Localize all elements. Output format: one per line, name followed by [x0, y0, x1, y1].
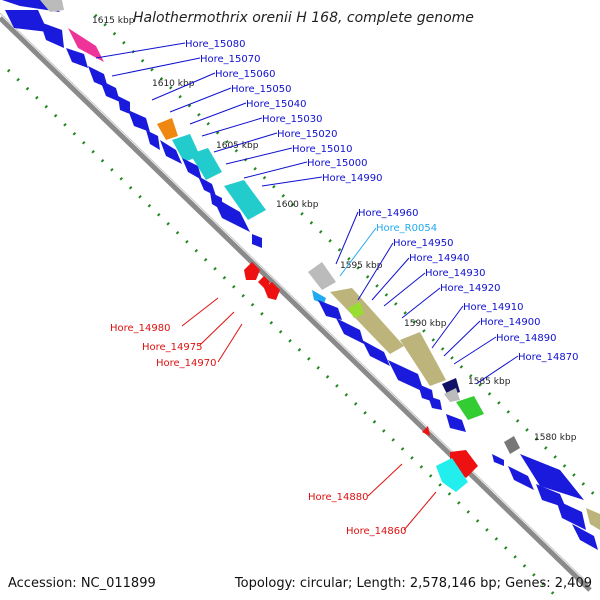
kbp-ticks: 1615 kbp 1610 kbp 1605 kbp 1600 kbp 1595…: [92, 16, 577, 443]
gene-box: [160, 140, 182, 164]
gene-box: [492, 454, 504, 466]
gene-box: [508, 466, 534, 490]
gene-label[interactable]: Hore_14975: [142, 342, 203, 353]
gene-box: [182, 158, 202, 180]
gene-box: [336, 318, 364, 344]
forward-gene-labels: Hore_15080 Hore_15070 Hore_15060 Hore_15…: [185, 39, 579, 363]
gene-box: [190, 148, 222, 180]
reverse-leaders: [181, 297, 437, 531]
gene-label[interactable]: Hore_14950: [393, 238, 454, 249]
gene-box: [428, 396, 442, 410]
gene-box: [422, 426, 430, 436]
leader-line-r0054: [339, 227, 377, 277]
gene-label[interactable]: Hore_15050: [231, 84, 292, 95]
gene-label[interactable]: Hore_15030: [262, 114, 323, 125]
gene-box: [212, 196, 250, 232]
kbp-tick: 1580 kbp: [534, 433, 577, 443]
gene-label[interactable]: Hore_14940: [409, 253, 470, 264]
gene-box: [68, 28, 104, 62]
gene-box: [252, 234, 262, 248]
gene-box: [5, 10, 48, 32]
gene-box: [572, 524, 598, 550]
gene-box: [348, 302, 364, 318]
gene-box: [362, 340, 390, 366]
gene-box: [444, 388, 460, 402]
kbp-tick: 1610 kbp: [152, 79, 195, 89]
gene-box: [118, 96, 130, 114]
gene-box: [388, 360, 424, 392]
gene-box: [264, 282, 280, 300]
forward-leaders: [95, 42, 519, 385]
gene-box: [312, 290, 326, 304]
forward-genes: [2, 0, 600, 550]
gene-label[interactable]: Hore_15010: [292, 144, 353, 155]
gene-label[interactable]: Hore_15040: [246, 99, 307, 110]
gene-label[interactable]: Hore_14870: [518, 352, 579, 363]
reverse-gene-labels: Hore_14980 Hore_14975 Hore_14970 Hore_14…: [110, 323, 407, 537]
gene-label[interactable]: Hore_14980: [110, 323, 171, 334]
gene-box: [308, 262, 336, 290]
gene-label[interactable]: Hore_14970: [156, 358, 217, 369]
gene-label[interactable]: Hore_R0054: [376, 223, 437, 234]
topology-text: Topology: circular; Length: 2,578,146 bp…: [234, 576, 592, 591]
kbp-tick: 1590 kbp: [404, 319, 447, 329]
accession-text: Accession: NC_011899: [8, 576, 156, 591]
gene-box: [66, 48, 88, 68]
backbone: [0, 16, 592, 592]
gene-label[interactable]: Hore_14860: [346, 526, 407, 537]
gene-label[interactable]: Hore_15000: [307, 158, 368, 169]
gene-label[interactable]: Hore_15080: [185, 39, 246, 50]
gene-box: [40, 0, 64, 12]
gene-box: [436, 458, 468, 492]
gene-label[interactable]: Hore_14930: [425, 268, 486, 279]
gene-label[interactable]: Hore_14890: [496, 333, 557, 344]
reverse-genes: [244, 262, 478, 492]
gene-box: [318, 300, 342, 320]
gc-track-inner: [6, 68, 562, 600]
gene-label[interactable]: Hore_15070: [200, 54, 261, 65]
gene-box: [556, 500, 586, 530]
gene-box: [157, 118, 178, 140]
kbp-tick: 1605 kbp: [216, 141, 259, 151]
kbp-tick: 1615 kbp: [92, 16, 135, 26]
gene-label[interactable]: Hore_15020: [277, 129, 338, 140]
gene-label[interactable]: Hore_14960: [358, 208, 419, 219]
gene-label[interactable]: Hore_14900: [480, 317, 541, 328]
page-title: Halothermothrix orenii H 168, complete g…: [133, 10, 474, 26]
gene-label[interactable]: Hore_14880: [308, 492, 369, 503]
kbp-tick: 1600 kbp: [276, 200, 319, 210]
gene-label[interactable]: Hore_14910: [463, 302, 524, 313]
gene-box: [520, 454, 584, 500]
kbp-tick: 1595 kbp: [340, 261, 383, 271]
gene-box: [456, 396, 484, 420]
gene-box: [244, 262, 260, 280]
gene-box: [128, 110, 150, 132]
gene-box: [446, 414, 466, 432]
gene-label[interactable]: Hore_14990: [322, 173, 383, 184]
gene-box: [100, 80, 120, 102]
gene-box: [330, 288, 404, 354]
gene-box: [400, 332, 446, 386]
kbp-tick: 1585 kbp: [468, 377, 511, 387]
gene-box: [504, 436, 520, 454]
gene-box: [224, 180, 266, 220]
gene-label[interactable]: Hore_15060: [215, 69, 276, 80]
backbone-highlight: [0, 12, 591, 586]
gene-box: [198, 176, 216, 196]
gene-label[interactable]: Hore_14920: [440, 283, 501, 294]
gene-box: [146, 130, 160, 150]
gene-box: [586, 508, 600, 530]
gene-box: [40, 22, 64, 48]
